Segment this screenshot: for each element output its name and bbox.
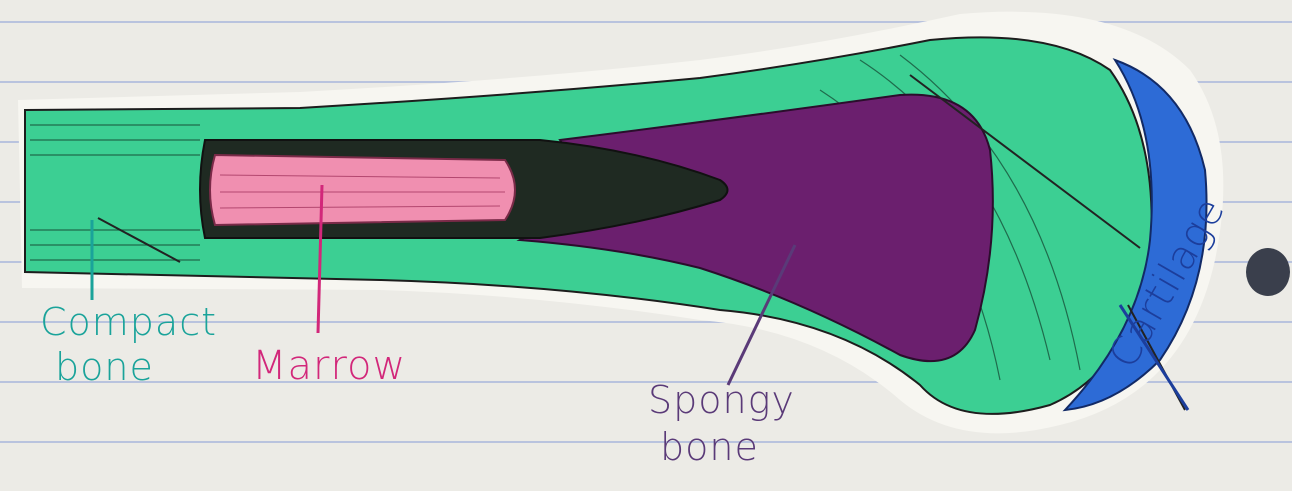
label-spongy-bone-line2: bone bbox=[660, 425, 759, 469]
label-marrow: Marrow bbox=[252, 343, 406, 389]
punch-hole bbox=[1246, 248, 1290, 296]
label-compact-bone-line1: Compact bbox=[40, 300, 217, 344]
marrow-region bbox=[210, 155, 515, 225]
label-compact-bone-line2: bone bbox=[55, 345, 154, 389]
label-spongy-bone-line1: Spongy bbox=[648, 378, 795, 422]
